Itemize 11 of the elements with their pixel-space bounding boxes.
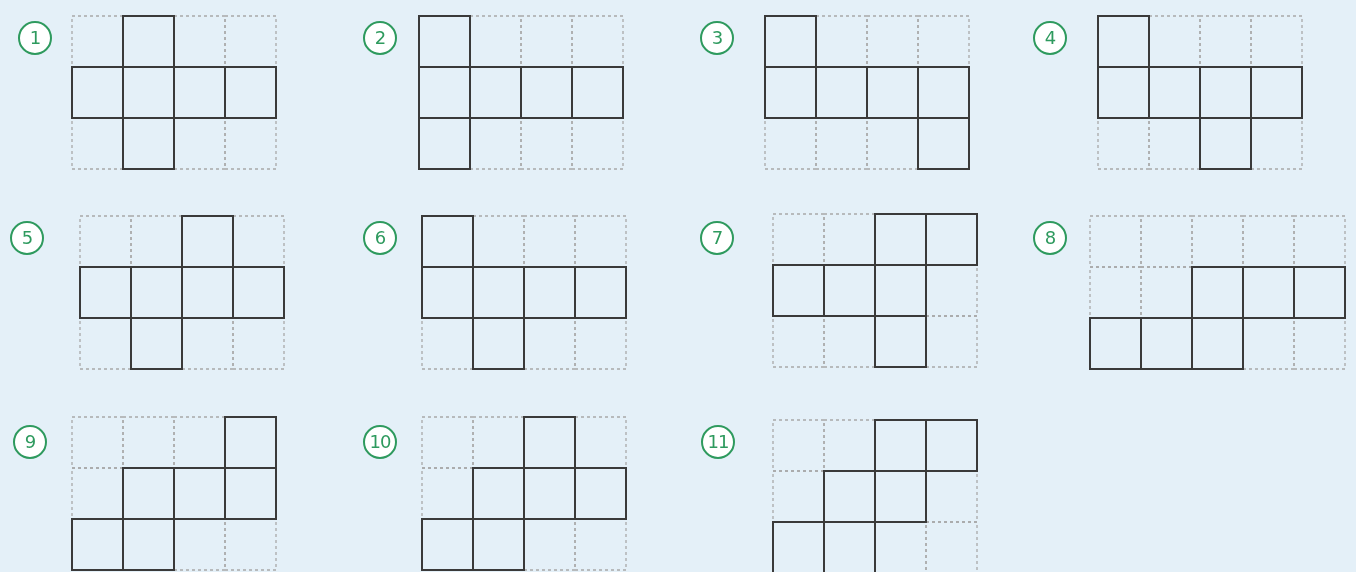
callout-number: 5 xyxy=(10,221,44,255)
callout-number: 3 xyxy=(700,21,734,55)
callout-number: 10 xyxy=(363,425,397,459)
callout-number: 2 xyxy=(363,21,397,55)
callout-number: 11 xyxy=(701,425,735,459)
callout-number: 7 xyxy=(700,221,734,255)
callout-number: 8 xyxy=(1033,221,1067,255)
callout-number: 1 xyxy=(18,21,52,55)
callout-number: 6 xyxy=(363,221,397,255)
callout-number: 9 xyxy=(13,425,47,459)
callout-number: 4 xyxy=(1033,21,1067,55)
